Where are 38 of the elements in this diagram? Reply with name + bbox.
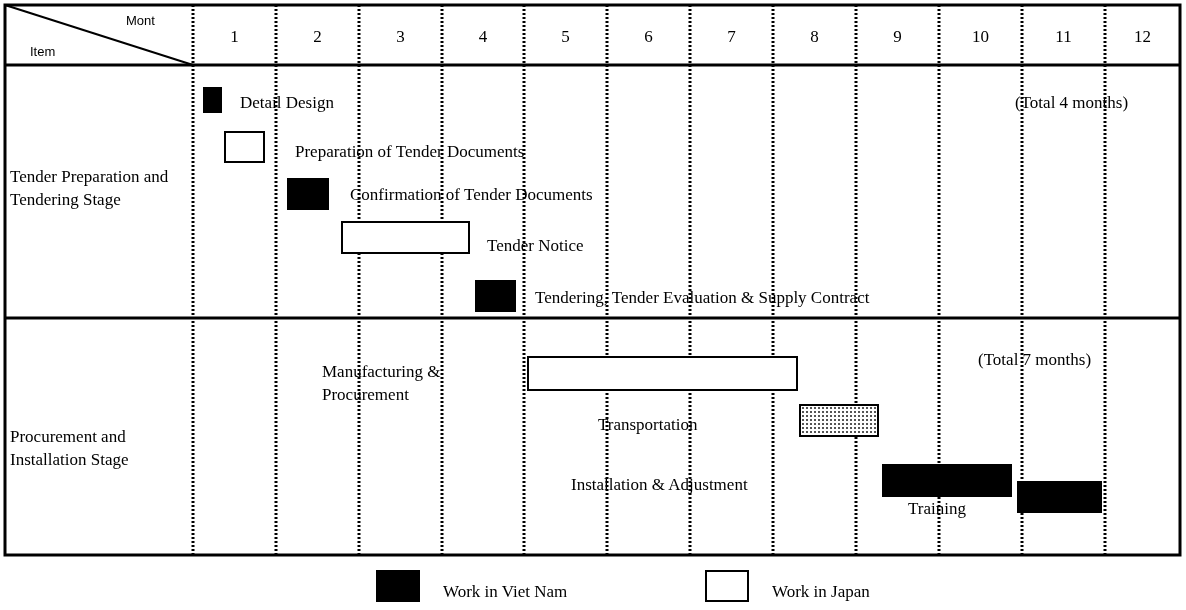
gantt-bar — [224, 131, 265, 163]
gantt-bar — [882, 464, 1012, 497]
gantt-bar — [341, 221, 470, 254]
month-number: 9 — [892, 26, 903, 48]
legend-label: Work in Viet Nam — [443, 582, 568, 602]
month-number: 8 — [809, 26, 820, 48]
duration-note: (Total 4 months) — [1015, 93, 1129, 113]
month-number: 3 — [395, 26, 406, 48]
month-number: 4 — [477, 26, 489, 48]
bar-label: Transportation — [598, 415, 698, 435]
gantt-bar — [799, 404, 879, 437]
month-number: 5 — [560, 26, 571, 48]
month-number: 10 — [971, 26, 990, 48]
legend-label: Work in Japan — [772, 582, 870, 602]
month-number: 12 — [1133, 26, 1152, 48]
stage-name: Tender Preparation and Tendering Stage — [10, 166, 170, 211]
gantt-bar — [1017, 481, 1102, 513]
bar-label: Installation & Adjustment — [571, 475, 748, 495]
gantt-bar — [527, 356, 798, 391]
row-header: Item — [30, 43, 56, 61]
month-number: 2 — [312, 26, 323, 48]
bar-label: Manufacturing & Procurement — [322, 361, 442, 406]
month-number: 11 — [1054, 26, 1073, 48]
bar-label: Confirmation of Tender Documents — [350, 185, 593, 205]
month-number: 6 — [643, 26, 654, 48]
bar-label: Tendering, Tender Evaluation & Supply Contract — [535, 288, 870, 308]
bar-label: Training — [908, 499, 966, 519]
stage-name: Procurement and Installation Stage — [10, 426, 130, 471]
bar-label: Detail Design — [240, 93, 334, 113]
bar-label: Preparation of Tender Documents — [295, 142, 525, 162]
column-header: Mont — [126, 12, 155, 30]
month-number: 7 — [726, 26, 737, 48]
gantt-bar — [287, 178, 329, 210]
gantt-bar — [203, 87, 222, 113]
gantt-bar — [475, 280, 516, 312]
bar-label: Tender Notice — [487, 236, 584, 256]
duration-note: (Total 7 months) — [978, 350, 1092, 370]
month-number: 1 — [229, 26, 240, 48]
